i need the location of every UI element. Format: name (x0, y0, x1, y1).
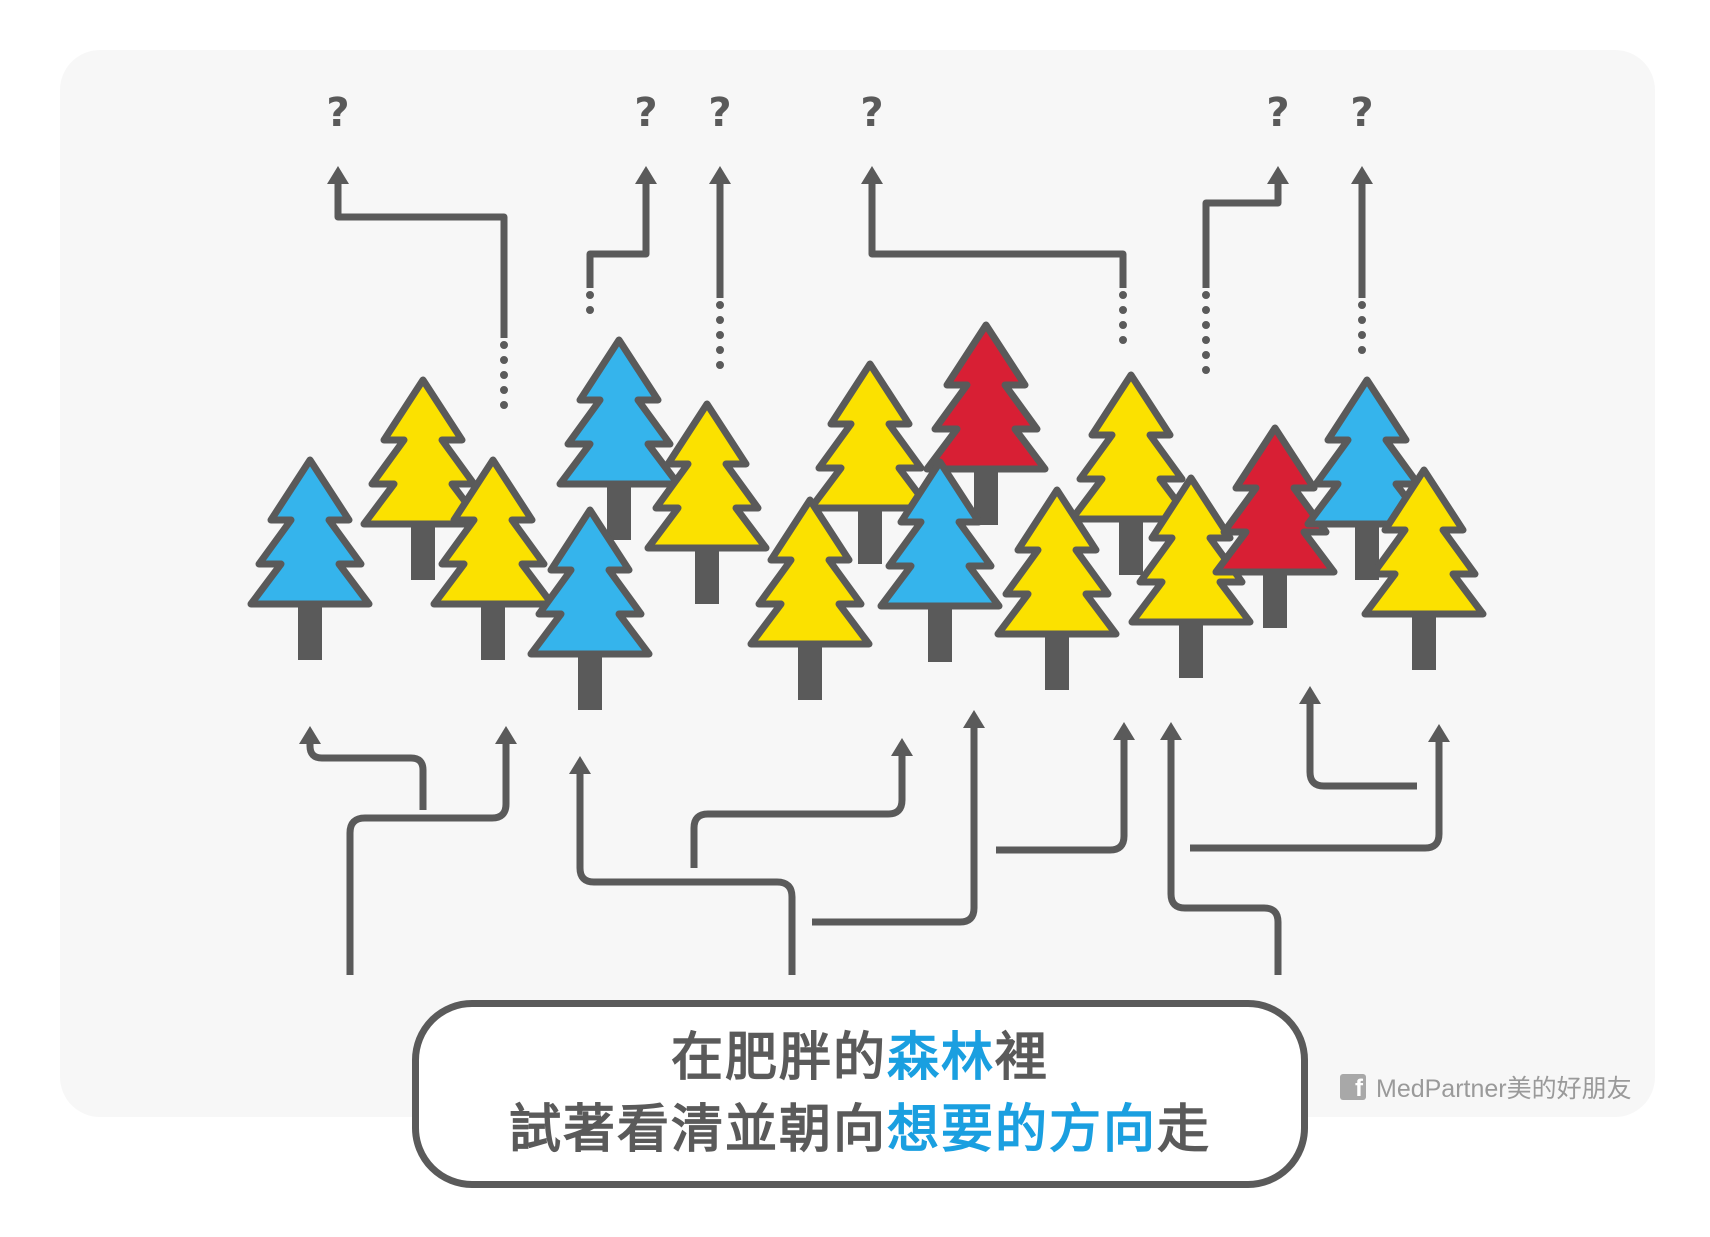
tree-blue-15 (1304, 376, 1430, 580)
bottom-path-2 (346, 742, 510, 975)
tree-yellow-12 (994, 486, 1120, 690)
facebook-icon: f (1340, 1074, 1366, 1101)
tree-trunk (858, 502, 882, 564)
arrowhead-icon (1113, 722, 1135, 740)
question-mark: ? (860, 90, 883, 136)
tree-trunk (481, 598, 505, 660)
caption-line-2: 試著看清並朝向想要的方向走 (509, 1099, 1211, 1161)
tree-canopy (807, 360, 933, 512)
tree-yellow-3 (430, 456, 556, 660)
tree-trunk (411, 518, 435, 580)
tree-canopy (923, 321, 1049, 473)
arrowhead-icon (569, 756, 591, 774)
tree-canopy (747, 496, 873, 648)
tree-trunk (798, 638, 822, 700)
bottom-path-3 (576, 772, 796, 975)
bottom-path-8 (1306, 702, 1417, 790)
tree-canopy (527, 506, 653, 658)
tree-trunk (1412, 608, 1436, 670)
caption-line-2-end: 走 (1157, 1100, 1212, 1160)
tree-blue-4 (556, 336, 682, 540)
tree-yellow-8 (747, 496, 873, 700)
top-path-1 (334, 180, 508, 338)
tree-canopy (430, 456, 556, 608)
bottom-path-1 (306, 742, 427, 810)
arrowhead-icon (327, 166, 349, 184)
tree-blue-11 (877, 458, 1003, 662)
bottom-path-7 (1167, 738, 1282, 975)
tree-trunk (298, 598, 322, 660)
tree-yellow-6 (644, 400, 770, 604)
caption-line-1-end: 裡 (995, 1028, 1050, 1088)
bottom-path-5 (812, 726, 978, 926)
tree-canopy (1304, 376, 1430, 528)
arrowhead-icon (861, 166, 883, 184)
arrowhead-icon (1160, 722, 1182, 740)
tree-trunk (1119, 513, 1143, 575)
arrowhead-icon (963, 710, 985, 728)
tree-canopy (1361, 466, 1487, 618)
tree-canopy (877, 458, 1003, 610)
bottom-path-9 (1190, 740, 1443, 852)
brand-name: MedPartner美的好朋友 (1376, 1075, 1632, 1103)
tree-canopy (994, 486, 1120, 638)
question-marks: ?????? (326, 90, 1373, 136)
arrowhead-icon (635, 166, 657, 184)
bottom-entry-paths (299, 686, 1450, 975)
arrowhead-icon (1351, 166, 1373, 184)
caption-box: 在肥胖的森林裡 試著看清並朝向想要的方向走 (412, 1000, 1308, 1188)
question-mark: ? (1350, 90, 1373, 136)
tree-red-9 (923, 321, 1049, 525)
tree-canopy (360, 376, 486, 528)
tree-trunk (928, 600, 952, 662)
tree-yellow-13 (1128, 474, 1254, 678)
caption-line-2-text: 試著看清並朝向 (508, 1100, 887, 1160)
tree-yellow-7 (807, 360, 933, 564)
caption-line-1-highlight: 森林 (886, 1028, 995, 1088)
dotted-paths (500, 291, 1366, 414)
tree-yellow-16 (1361, 466, 1487, 670)
caption-line-2-highlight: 想要的方向 (886, 1100, 1157, 1160)
arrowhead-icon (495, 726, 517, 744)
arrowhead-icon (299, 726, 321, 744)
tree-trunk (607, 478, 631, 540)
arrowhead-icon (891, 738, 913, 756)
question-mark: ? (708, 90, 731, 136)
tree-yellow-2 (360, 376, 486, 580)
tree-canopy (1068, 371, 1194, 523)
question-mark: ? (634, 90, 657, 136)
tree-canopy (644, 400, 770, 552)
brand-credit: f MedPartner美的好朋友 (1340, 1069, 1632, 1105)
tree-trunk (1045, 628, 1069, 690)
bottom-path-6 (996, 738, 1128, 854)
top-path-4 (868, 180, 1127, 288)
tree-yellow-10 (1068, 371, 1194, 575)
tree-trunk (578, 648, 602, 710)
tree-canopy (1212, 424, 1338, 576)
question-mark: ? (1266, 90, 1289, 136)
tree-red-14 (1212, 424, 1338, 628)
tree-canopy (1128, 474, 1254, 626)
tree-canopy (556, 336, 682, 488)
caption-line-1: 在肥胖的森林裡 (671, 1027, 1049, 1089)
top-path-5 (1202, 180, 1282, 288)
top-exit-paths (327, 166, 1373, 338)
tree-trunk (1263, 566, 1287, 628)
tree-blue-1 (247, 456, 373, 660)
arrowhead-icon (1428, 724, 1450, 742)
trees (247, 321, 1487, 710)
arrowhead-icon (1299, 686, 1321, 704)
question-mark: ? (326, 90, 349, 136)
tree-trunk (1179, 616, 1203, 678)
bottom-path-4 (690, 754, 906, 868)
caption-line-1-text: 在肥胖的 (670, 1028, 887, 1088)
arrowhead-icon (709, 166, 731, 184)
arrowhead-icon (1267, 166, 1289, 184)
tree-blue-5 (527, 506, 653, 710)
tree-canopy (247, 456, 373, 608)
tree-trunk (695, 542, 719, 604)
top-path-2 (586, 180, 650, 288)
